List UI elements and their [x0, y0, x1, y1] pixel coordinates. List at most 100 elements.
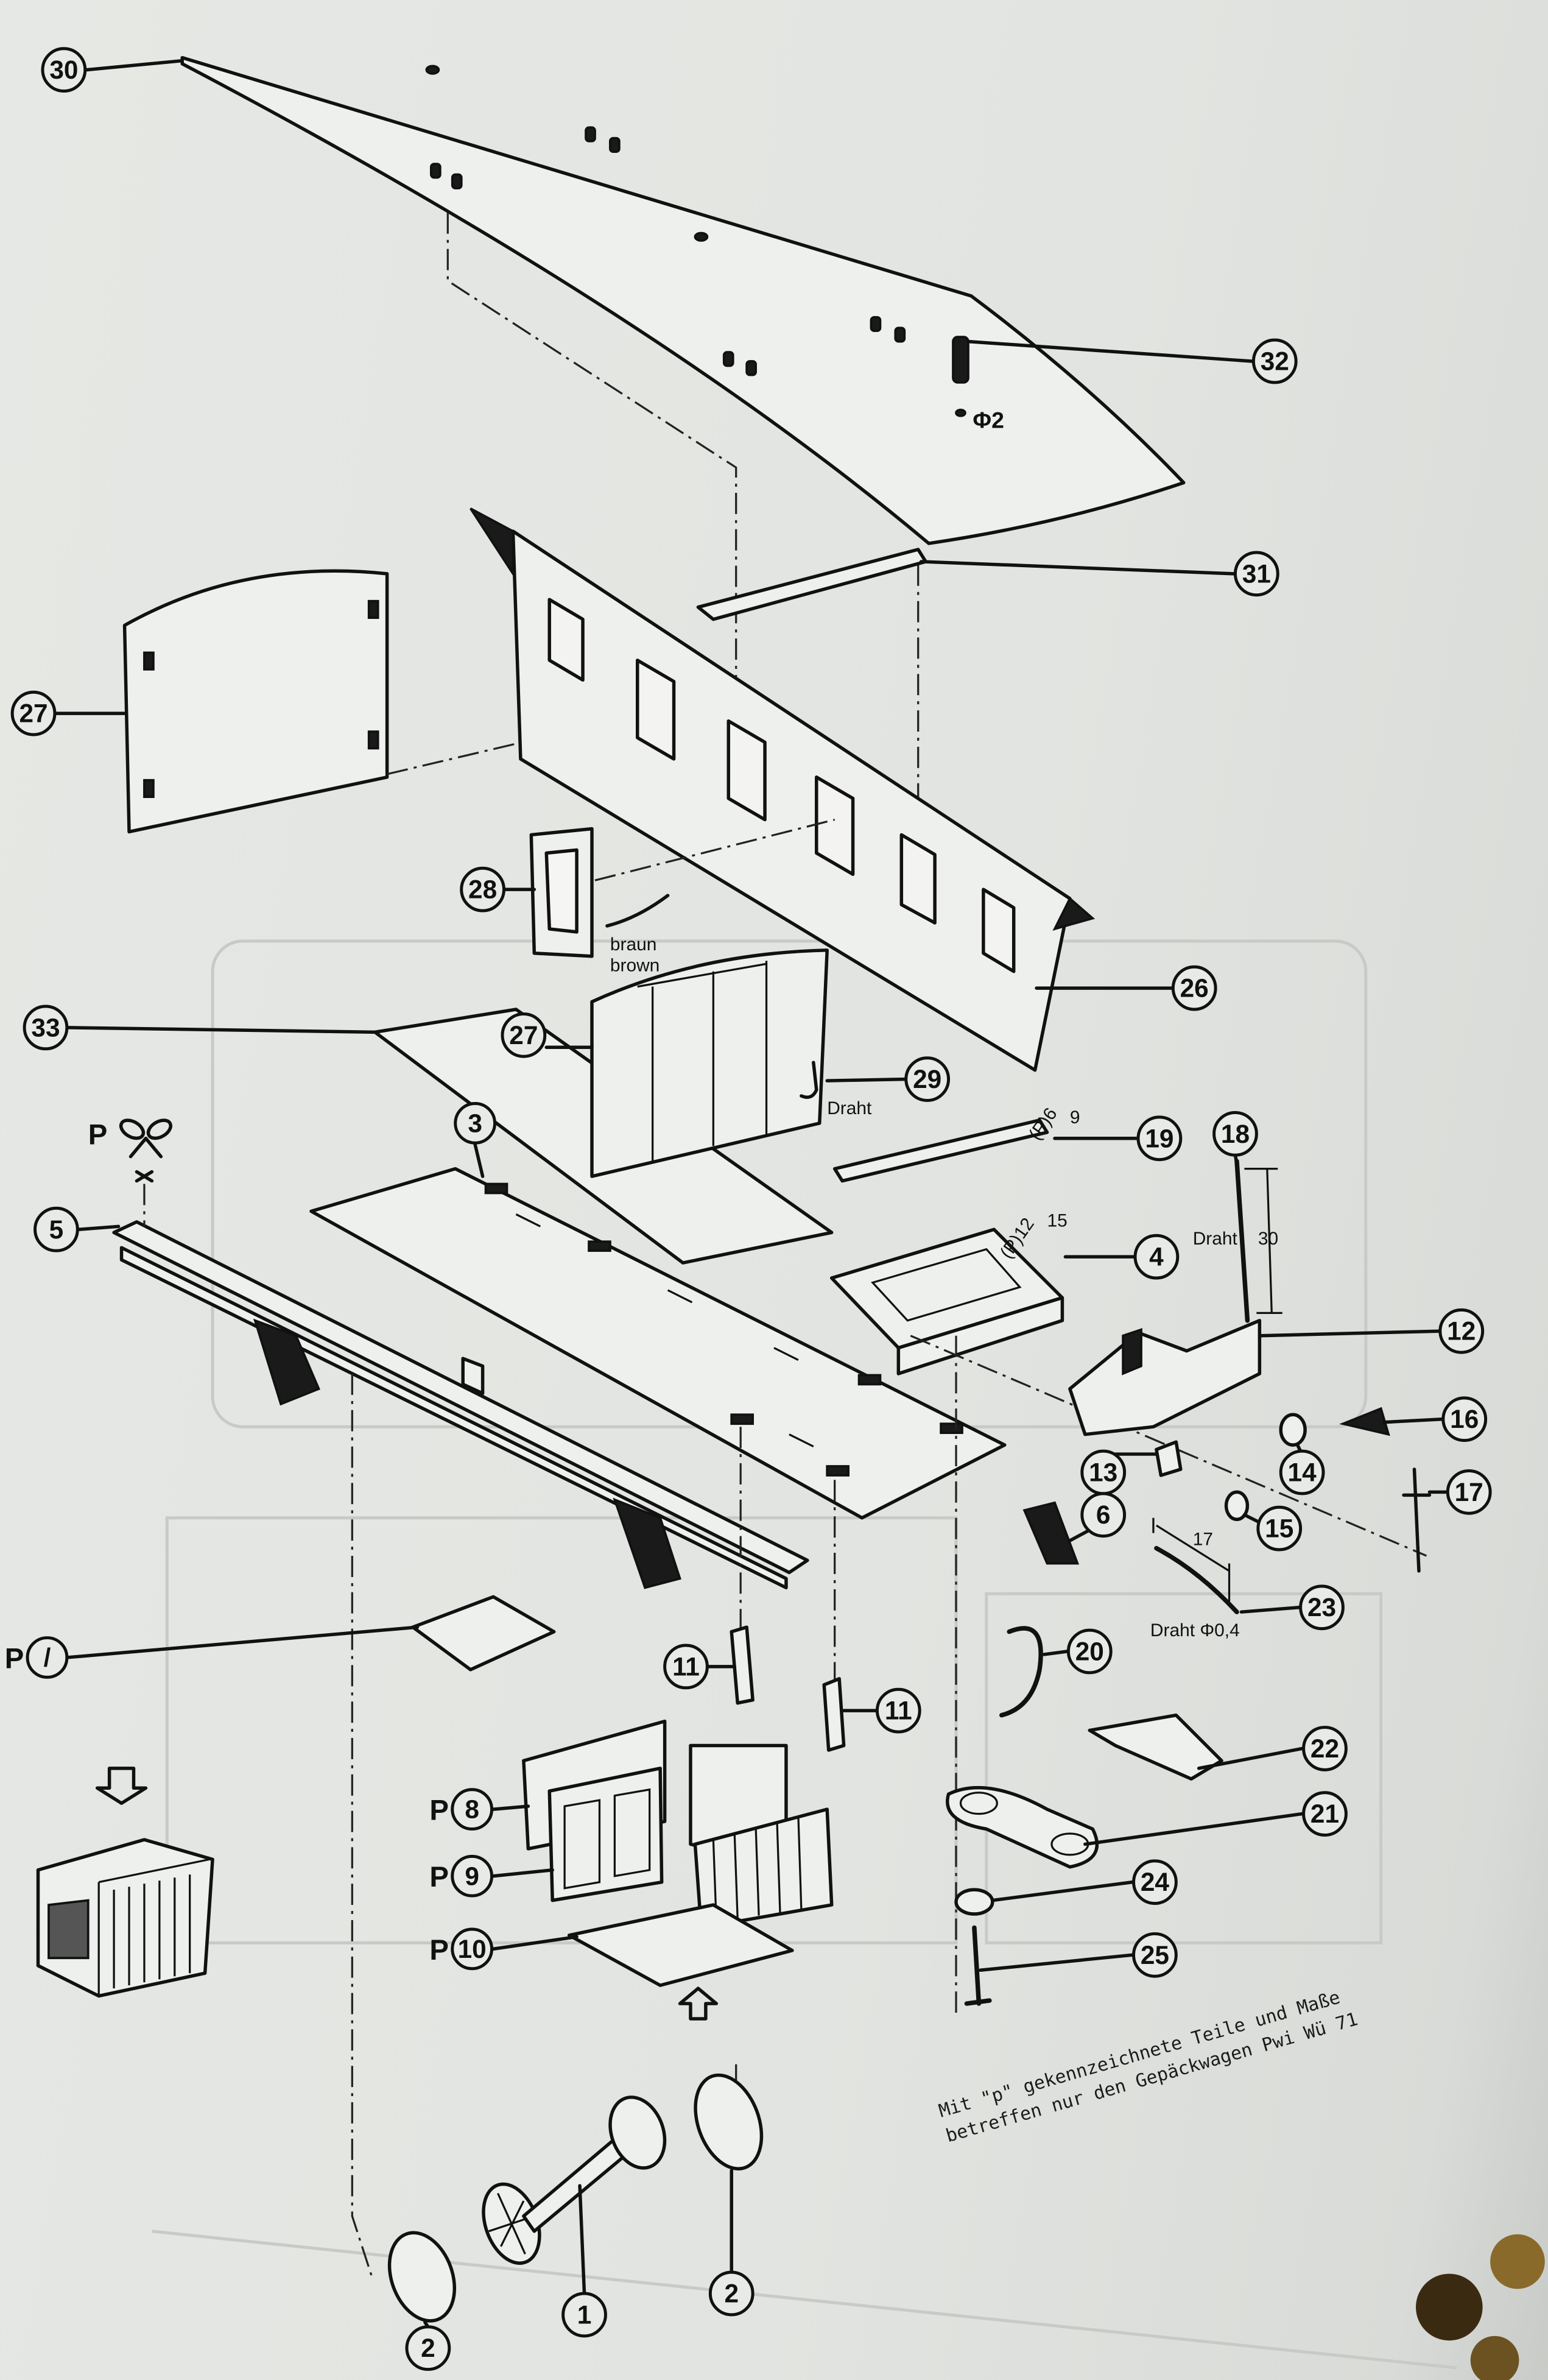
callout-15: 15 — [1242, 1505, 1303, 1552]
part-23-wire: 17 Draht Φ0,4 — [1150, 1517, 1240, 1640]
callout-number: 2 — [421, 2334, 435, 2362]
part-20-handle — [999, 1626, 1043, 1718]
callout-number: P — [429, 1861, 449, 1893]
callout-28: 28 — [460, 866, 537, 913]
part-28-window-frame: braun brown — [529, 818, 836, 976]
callout-number: 3 — [468, 1109, 482, 1137]
wire-label-18: Draht — [1193, 1229, 1238, 1249]
callout-16: 16 — [1382, 1396, 1488, 1442]
part-11-bracket — [822, 1677, 846, 1752]
part-6-step — [1022, 1501, 1080, 1565]
part-18-wire: Draht 30 — [1193, 1159, 1282, 1323]
callout-number: P — [429, 1934, 449, 1966]
part-12-coupler-bracket — [1068, 1319, 1262, 1436]
guide-line — [351, 1373, 373, 2278]
arrow-down-icon — [95, 1767, 148, 1805]
diameter-label: Φ2 — [973, 408, 1004, 433]
callout-number: 28 — [468, 875, 497, 904]
callout-number: 33 — [31, 1013, 60, 1042]
part-11-bracket — [730, 1625, 755, 1705]
dimension-19-a: 9 — [1070, 1107, 1080, 1128]
callout-22: 22 — [1197, 1726, 1348, 1771]
callout-number: 17 — [1455, 1478, 1483, 1506]
callout-number: 29 — [913, 1065, 941, 1093]
callout-1: 1 — [561, 2184, 607, 2338]
callout-number: 31 — [1242, 559, 1271, 588]
callout-number: 11 — [672, 1652, 700, 1681]
callout-6: 6 — [1068, 1492, 1127, 1542]
part-4-mounting-box: 15 (P)12 — [829, 1210, 1068, 1375]
callout-14: 14 — [1279, 1443, 1325, 1495]
part-p8-p10-interior — [522, 1719, 834, 2021]
callout-number: 18 — [1221, 1120, 1250, 1148]
callout-number: P — [429, 1795, 449, 1827]
brass-parts-photo — [1415, 2234, 1545, 2380]
part-26-side-wall — [470, 507, 1096, 1072]
dimension-23: 17 — [1193, 1530, 1213, 1550]
callout-32: 32 — [966, 338, 1298, 384]
callout-2-right: 2 — [708, 2169, 755, 2317]
callout-27-left: 27 — [10, 690, 127, 736]
callout-number: 20 — [1075, 1637, 1104, 1665]
callout-number: 16 — [1450, 1405, 1479, 1433]
dimension-4-a: 15 — [1047, 1210, 1068, 1231]
note-text: Mit "p" gekennzeichnete Teile und Maße b… — [937, 1986, 1360, 2147]
color-note-english: brown — [610, 956, 660, 976]
callout-number: P — [5, 1642, 24, 1675]
callout-26: 26 — [1035, 965, 1217, 1011]
assembled-interior-preview — [36, 1767, 214, 1998]
callout-number: 6 — [1096, 1500, 1111, 1529]
color-note-german: braun — [610, 934, 656, 955]
callout-17: 17 — [1427, 1469, 1492, 1515]
scissors-cut-mark: P — [88, 1118, 172, 1227]
callout-number: 5 — [49, 1215, 64, 1244]
callout-31: 31 — [919, 551, 1279, 597]
part-1-wheelset — [482, 2096, 667, 2265]
callout-number: 19 — [1145, 1124, 1173, 1153]
part-31-rail — [696, 548, 927, 621]
guide-line — [387, 743, 516, 775]
callout-number: 21 — [1311, 1799, 1339, 1828]
part-27-end-wall-center: Draht — [590, 948, 872, 1178]
note-line-2: betreffen nur den Gepäckwagen Pwi Wü 71 — [943, 2008, 1360, 2147]
callout-number: 23 — [1307, 1593, 1336, 1622]
callout-12: 12 — [1258, 1308, 1485, 1354]
callout-18: 18 — [1212, 1111, 1258, 1166]
guide-line — [910, 1335, 1427, 1557]
callout-number: 26 — [1180, 974, 1209, 1003]
callout-3: 3 — [454, 1101, 497, 1178]
callout-23: 23 — [1239, 1584, 1345, 1631]
part-13-pin — [1155, 1440, 1183, 1477]
wire-label-23: Draht Φ0,4 — [1150, 1620, 1240, 1640]
callout-21: 21 — [1083, 1791, 1348, 1846]
dimension-18: 30 — [1258, 1229, 1278, 1249]
wire-label-29: Draht — [827, 1098, 872, 1118]
p-marker: P — [88, 1119, 108, 1151]
part-p1-step — [411, 1595, 556, 1672]
callout-p1: P/ — [5, 1625, 420, 1679]
callout-number: 30 — [49, 55, 78, 84]
callout-27-center: 27 — [501, 1012, 594, 1058]
callout-number: 1 — [577, 2300, 592, 2329]
part-2-bearing — [694, 2073, 764, 2170]
callout-13: 13 — [1080, 1449, 1158, 1495]
callout-number: 15 — [1265, 1514, 1293, 1543]
callout-number: 13 — [1089, 1458, 1117, 1486]
callout-30: 30 — [41, 47, 184, 93]
part-17-lever — [1402, 1467, 1432, 1573]
callout-11-right: 11 — [842, 1687, 921, 1734]
bleed-through-ghost — [152, 939, 1457, 2370]
note-line-1: Mit "p" gekennzeichnete Teile und Maße — [937, 1986, 1343, 2122]
part-27-end-wall-left — [122, 569, 389, 834]
callout-number: 22 — [1311, 1734, 1339, 1763]
callout-number: 4 — [1149, 1243, 1164, 1271]
callout-number: 11 — [885, 1697, 912, 1725]
callout-number: 9 — [465, 1862, 479, 1890]
callout-number: 10 — [458, 1935, 487, 1963]
callout-number: 27 — [509, 1021, 538, 1050]
callout-number: 12 — [1447, 1317, 1476, 1346]
callout-24: 24 — [991, 1859, 1178, 1905]
